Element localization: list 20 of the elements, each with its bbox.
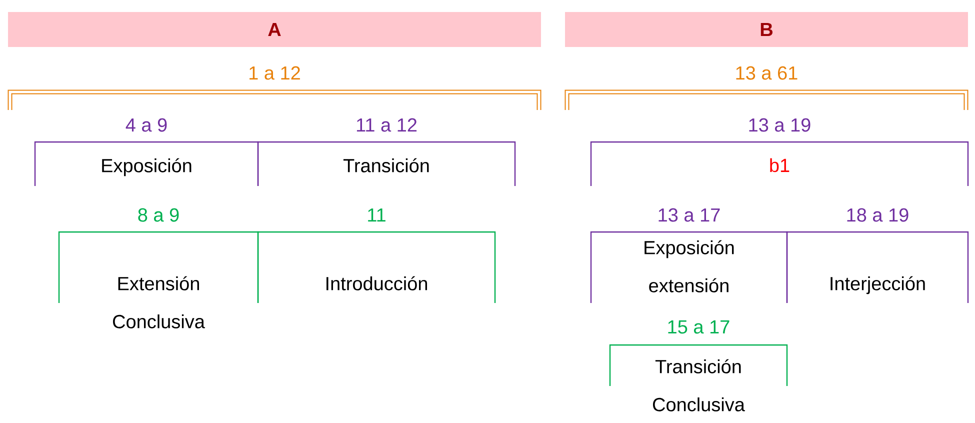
section-name: Interjección — [830, 276, 925, 294]
section-band: A — [8, 12, 541, 47]
section-band: B — [565, 12, 968, 47]
range-label: 4 a 9 — [126, 118, 167, 132]
range-label: 18 a 19 — [847, 208, 908, 222]
range-label: 11 — [368, 208, 386, 222]
range-label: 13 a 17 — [658, 208, 720, 222]
section-name: Extensión Conclusiva — [113, 276, 205, 328]
range-label: 15 a 17 — [668, 320, 730, 334]
range-label: 13 a 61 — [736, 66, 798, 80]
section-name: Introducción — [326, 276, 427, 290]
range-label: 1 a 12 — [250, 66, 300, 80]
range-label: 13 a 19 — [749, 118, 810, 132]
section-name: Exposición extensión — [644, 240, 734, 292]
range-label: 11 a 12 — [356, 118, 417, 132]
section-name: Transición — [343, 158, 429, 172]
section-name: b1 — [770, 158, 790, 172]
section-name: Exposición — [102, 158, 192, 176]
range-label: 8 a 9 — [138, 208, 179, 222]
section-name: Transición Conclusiva — [653, 359, 745, 412]
